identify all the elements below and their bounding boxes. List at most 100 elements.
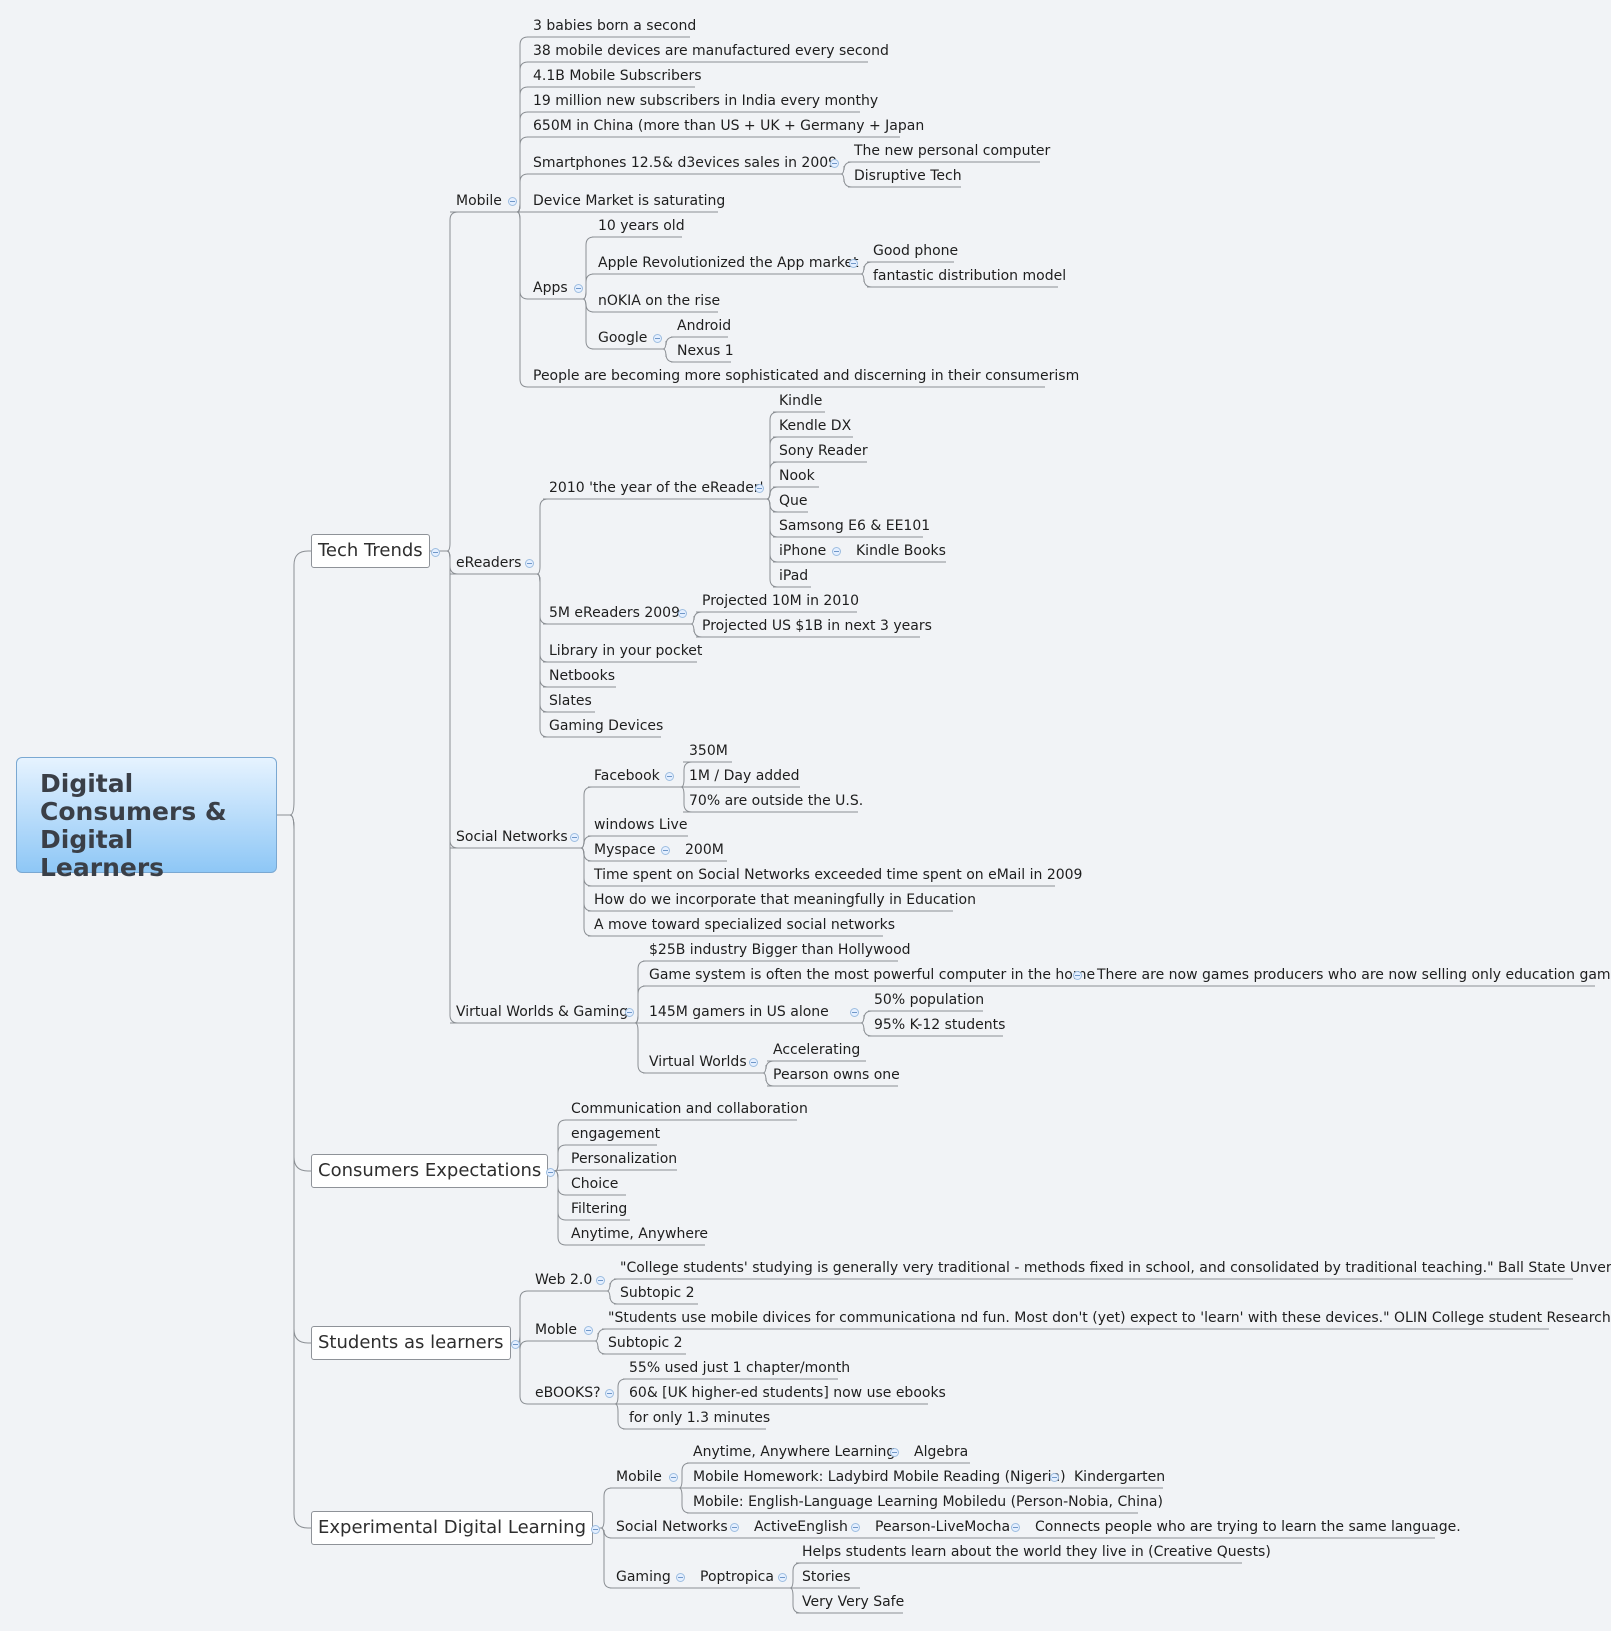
topic-incorporate-education[interactable]: How do we incorporate that meaningfully …	[594, 892, 976, 908]
collapse-toggle-icon[interactable]	[849, 259, 858, 268]
collapse-toggle-icon[interactable]	[546, 1168, 555, 1177]
topic-mobile-devices[interactable]: 38 mobile devices are manufactured every…	[533, 43, 889, 59]
topic-ereaders[interactable]: eReaders	[456, 555, 522, 571]
topic-1m-day[interactable]: 1M / Day added	[689, 768, 800, 784]
collapse-toggle-icon[interactable]	[1073, 971, 1082, 980]
topic-accelerating[interactable]: Accelerating	[773, 1042, 861, 1058]
collapse-toggle-icon[interactable]	[508, 197, 517, 206]
topic-pearson-owns-one[interactable]: Pearson owns one	[773, 1067, 900, 1083]
collapse-toggle-icon[interactable]	[755, 484, 764, 493]
collapse-toggle-icon[interactable]	[653, 334, 662, 343]
topic-google[interactable]: Google	[598, 330, 648, 346]
topic-subtopic-2[interactable]: Subtopic 2	[608, 1335, 683, 1351]
topic-kendle-dx[interactable]: Kendle DX	[779, 418, 852, 434]
topic-outside-us[interactable]: 70% are outside the U.S.	[689, 793, 864, 809]
collapse-toggle-icon[interactable]	[661, 846, 670, 855]
topic-college-students-quote[interactable]: "College students' studying is generally…	[620, 1260, 1611, 1276]
collapse-toggle-icon[interactable]	[851, 1523, 860, 1532]
collapse-toggle-icon[interactable]	[431, 548, 440, 557]
topic-ten-years-old[interactable]: 10 years old	[598, 218, 685, 234]
topic-60-ebooks[interactable]: 60& [UK higher-ed students] now use eboo…	[629, 1385, 946, 1401]
topic-connects-people[interactable]: Connects people who are trying to learn …	[1035, 1519, 1461, 1535]
topic-new-personal-computer[interactable]: The new personal computer	[854, 143, 1051, 159]
topic-moble[interactable]: Moble	[535, 1322, 578, 1338]
topic-english-learning[interactable]: Mobile: English-Language Learning Mobile…	[693, 1494, 1163, 1510]
topic-gaming[interactable]: Gaming	[616, 1569, 671, 1585]
topic-year-of-ereader[interactable]: 2010 'the year of the eReader'	[549, 480, 764, 496]
topic-windows-live[interactable]: windows Live	[594, 817, 688, 833]
collapse-toggle-icon[interactable]	[570, 833, 579, 842]
topic-distribution-model[interactable]: fantastic distribution model	[873, 268, 1067, 284]
main-topic-tech-trends[interactable]: Tech Trends	[311, 534, 430, 568]
topic-mobile[interactable]: Mobile	[456, 193, 502, 209]
topic-25b-industry[interactable]: $25B industry Bigger than Hollywood	[649, 942, 911, 958]
topic-slates[interactable]: Slates	[549, 693, 592, 709]
topic-nokia[interactable]: nOKIA on the rise	[598, 293, 721, 309]
collapse-toggle-icon[interactable]	[584, 1326, 593, 1335]
topic-anytime-anywhere[interactable]: Anytime, Anywhere	[571, 1226, 708, 1242]
topic-algebra[interactable]: Algebra	[914, 1444, 969, 1460]
collapse-toggle-icon[interactable]	[832, 547, 841, 556]
topic-active-english[interactable]: ActiveEnglish	[754, 1519, 848, 1535]
topic-mobile-homework[interactable]: Mobile Homework: Ladybird Mobile Reading…	[693, 1469, 1066, 1485]
topic-android[interactable]: Android	[677, 318, 732, 334]
collapse-toggle-icon[interactable]	[676, 1573, 685, 1582]
topic-subtopic-2[interactable]: Subtopic 2	[620, 1285, 695, 1301]
topic-babies[interactable]: 3 babies born a second	[533, 18, 697, 34]
topic-myspace[interactable]: Myspace	[594, 842, 656, 858]
topic-apple[interactable]: Apple Revolutionized the App market	[598, 255, 859, 271]
topic-device-market[interactable]: Device Market is saturating	[533, 193, 726, 209]
topic-very-very-safe[interactable]: Very Very Safe	[802, 1594, 905, 1610]
topic-library-pocket[interactable]: Library in your pocket	[549, 643, 703, 659]
topic-200m[interactable]: 200M	[685, 842, 724, 858]
main-topic-consumers-expectations[interactable]: Consumers Expectations	[311, 1154, 549, 1188]
topic-specialized-networks[interactable]: A move toward specialized social network…	[594, 917, 896, 933]
topic-web-2[interactable]: Web 2.0	[535, 1272, 593, 1288]
collapse-toggle-icon[interactable]	[730, 1523, 739, 1532]
topic-filtering[interactable]: Filtering	[571, 1201, 628, 1217]
central-topic[interactable]: Digital Consumers & Digital Learners	[16, 757, 277, 882]
topic-good-phone[interactable]: Good phone	[873, 243, 959, 259]
topic-social-networks[interactable]: Social Networks	[456, 829, 568, 845]
topic-50-population[interactable]: 50% population	[874, 992, 985, 1008]
topic-sony-reader[interactable]: Sony Reader	[779, 443, 868, 459]
topic-exp-social-networks[interactable]: Social Networks	[616, 1519, 728, 1535]
topic-kindle[interactable]: Kindle	[779, 393, 823, 409]
main-topic-students-as-learners[interactable]: Students as learners	[311, 1326, 511, 1360]
topic-55-percent[interactable]: 55% used just 1 chapter/month	[629, 1360, 851, 1376]
topic-virtual-worlds[interactable]: Virtual Worlds	[649, 1054, 747, 1070]
collapse-toggle-icon[interactable]	[778, 1573, 787, 1582]
topic-virtual-worlds-gaming[interactable]: Virtual Worlds & Gaming	[456, 1004, 629, 1020]
topic-subscribers[interactable]: 4.1B Mobile Subscribers	[533, 68, 702, 84]
topic-engagement[interactable]: engagement	[571, 1126, 661, 1142]
topic-game-system[interactable]: Game system is often the most powerful c…	[649, 967, 1096, 983]
topic-sophisticated-consumers[interactable]: People are becoming more sophisticated a…	[533, 368, 1080, 384]
collapse-toggle-icon[interactable]	[511, 1340, 520, 1349]
collapse-toggle-icon[interactable]	[890, 1448, 899, 1457]
topic-anytime-learning[interactable]: Anytime, Anywhere Learning	[693, 1444, 896, 1460]
topic-145m-gamers[interactable]: 145M gamers in US alone	[649, 1004, 829, 1020]
topic-education-games[interactable]: There are now games producers who are no…	[1097, 967, 1611, 983]
collapse-toggle-icon[interactable]	[625, 1008, 634, 1017]
topic-1-3-minutes[interactable]: for only 1.3 minutes	[629, 1410, 771, 1426]
topic-apps[interactable]: Apps	[533, 280, 568, 296]
topic-samsong[interactable]: Samsong E6 & EE101	[779, 518, 931, 534]
topic-communication[interactable]: Communication and collaboration	[571, 1101, 808, 1117]
topic-creative-quests[interactable]: Helps students learn about the world the…	[802, 1544, 1271, 1560]
topic-smartphones[interactable]: Smartphones 12.5& d3evices sales in 2009	[533, 155, 838, 171]
collapse-toggle-icon[interactable]	[669, 1473, 678, 1482]
collapse-toggle-icon[interactable]	[678, 609, 687, 618]
topic-choice[interactable]: Choice	[571, 1176, 619, 1192]
collapse-toggle-icon[interactable]	[1011, 1523, 1020, 1532]
topic-facebook[interactable]: Facebook	[594, 768, 660, 784]
topic-stories[interactable]: Stories	[802, 1569, 851, 1585]
collapse-toggle-icon[interactable]	[591, 1525, 600, 1534]
topic-disruptive-tech[interactable]: Disruptive Tech	[854, 168, 962, 184]
collapse-toggle-icon[interactable]	[665, 772, 674, 781]
topic-five-m-ereaders[interactable]: 5M eReaders 2009	[549, 605, 680, 621]
main-topic-experimental-digital-learning[interactable]: Experimental Digital Learning	[311, 1511, 593, 1545]
collapse-toggle-icon[interactable]	[1050, 1473, 1059, 1482]
topic-que[interactable]: Que	[779, 493, 808, 509]
topic-poptropica[interactable]: Poptropica	[700, 1569, 774, 1585]
topic-time-spent[interactable]: Time spent on Social Networks exceeded t…	[594, 867, 1083, 883]
